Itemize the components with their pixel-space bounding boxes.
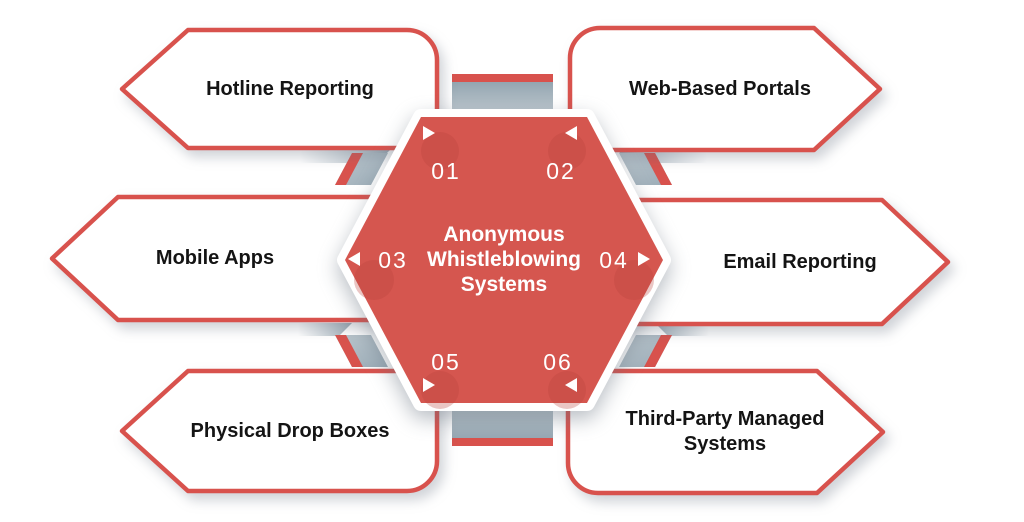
item-number-02: 02 [546,158,576,184]
connector-bottom-red-strip [452,438,553,446]
item-label-mobile-apps: Mobile Apps [155,247,275,269]
item-number-04: 04 [599,247,629,273]
arrow-left-icon-03 [348,252,360,266]
item-number-05: 05 [431,349,461,375]
hexagon-shape [337,109,671,411]
arrow-left-icon-02 [565,126,577,140]
connector-upper-right-band-accent [644,153,672,185]
connector-lower-left-shadow-band [298,323,352,336]
connector-lower-left-band-accent [335,335,363,367]
item-label-web-based-portals: Web-Based Portals [629,77,811,100]
connector-lower-right-band-accent [644,335,672,367]
item-number-06: 06 [543,349,573,375]
item-label-physical-drop-boxes: Physical Drop Boxes [190,419,390,442]
connector-upper-left-band-accent [335,153,363,185]
hexagon-corner-glows [354,132,654,409]
item-number-03: 03 [378,247,408,273]
item-label-email-reporting: Email Reporting [723,250,877,273]
arrow-right-icon-04 [638,252,650,266]
arrow-right-icon-01 [423,126,435,140]
item-boxes [49,25,951,496]
item-label-hotline-reporting: Hotline Reporting [206,77,374,100]
arrow-left-icon-06 [565,378,577,392]
center-title: Anonymous Whistleblowing Systems [427,223,581,296]
item-number-01: 01 [431,158,461,184]
connector-top-red-strip [452,74,553,82]
item-label-third-party-managed-systems: Third-Party Managed Systems [625,407,825,455]
arrow-right-icon-05 [423,378,435,392]
